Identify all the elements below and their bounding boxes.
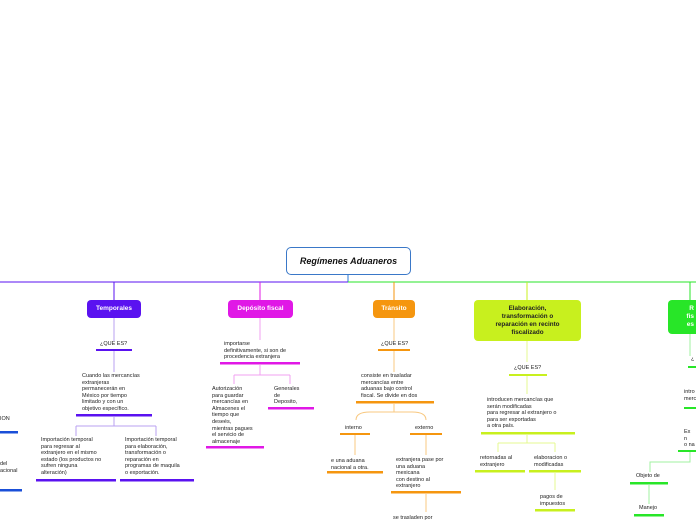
node-transito[interactable]: Tránsito — [373, 300, 415, 318]
temporales-tipo-2: Importación temporal para elaboración, t… — [125, 437, 180, 476]
transito-interno-desc: e una aduana nacional a otra. — [331, 458, 369, 471]
temporales-tipo-1: Importación temporal para regresar al ex… — [41, 437, 102, 476]
root-node[interactable]: Regímenes Aduaneros — [286, 247, 411, 275]
elaboracion-definicion: introducen mercancías que serán modifica… — [487, 397, 557, 430]
transito-interno[interactable]: interno — [345, 425, 362, 431]
transito-que-es: ¿QUE ES? — [381, 341, 409, 347]
left-edge-item-2: del acional — [0, 461, 18, 474]
elaboracion-retornadas: retornadas al extranjero — [480, 455, 513, 468]
transito-externo-desc: extranjera pase por una aduana mexicana … — [396, 457, 444, 490]
node-deposito-fiscal[interactable]: Depósito fiscal — [228, 300, 293, 318]
elaboracion-modificadas: elaboracion o modificadas — [534, 455, 568, 468]
deposito-definicion: importarse definitivamente, si son de pr… — [224, 341, 287, 361]
deposito-generales: Generales de Deposito, — [274, 386, 300, 406]
node-temporales[interactable]: Temporales — [87, 300, 141, 318]
recinto-que-es: ¿ — [691, 356, 695, 362]
elaboracion-que-es: ¿QUE ES? — [514, 365, 542, 371]
transito-externo[interactable]: externo — [415, 425, 434, 431]
transito-definicion: consiste en trasladar mercancías entre a… — [361, 373, 418, 399]
recinto-intro: intro merc — [684, 389, 696, 402]
temporales-que-es: ¿QUE ES? — [100, 341, 128, 347]
left-edge-item-1: ION — [0, 416, 10, 422]
temporales-definicion: Cuando las mercancías extranjeras perman… — [82, 373, 140, 412]
recinto-objeto: Objeto de — [636, 473, 660, 479]
node-recinto-partial[interactable]: R fis es — [668, 300, 696, 334]
elaboracion-pagos: pagos de impuestos — [540, 494, 566, 507]
deposito-autorizacion: Autorización para guardar mercancías en … — [212, 386, 253, 445]
node-elaboracion[interactable]: Elaboración, transformación o reparación… — [474, 300, 581, 341]
recinto-manejo: Manejo — [639, 505, 658, 511]
recinto-ex: Ex n o na — [684, 429, 695, 449]
transito-externo-desc-2: se trasladen por — [393, 515, 433, 521]
